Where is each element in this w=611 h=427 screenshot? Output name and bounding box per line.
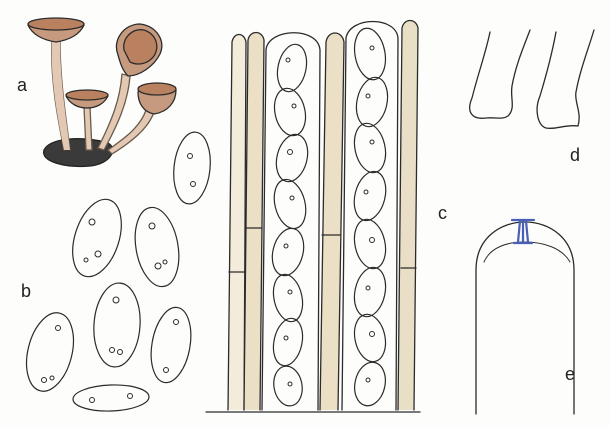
- hypha-tip-left: [470, 30, 530, 118]
- ascospores-left: [268, 42, 313, 409]
- panel-label-d: d: [570, 146, 580, 164]
- cup-small-middle-rim: [66, 90, 108, 100]
- spore-droplets: [42, 154, 196, 403]
- cup-tall-right-inner: [124, 30, 157, 64]
- paraphysis: [228, 35, 246, 411]
- spore: [64, 193, 131, 283]
- paraphysis: [244, 33, 264, 411]
- cup-large-left-rim: [28, 18, 84, 30]
- panel-label-b: b: [21, 282, 31, 300]
- spore: [146, 304, 197, 385]
- paraphysis: [320, 33, 344, 410]
- ascus-apex-inner: [484, 242, 570, 262]
- fruiting-bodies-group: [28, 18, 176, 166]
- spore: [129, 204, 184, 290]
- panel-label-c: c: [438, 204, 447, 222]
- hyphae-tips-group: [470, 30, 594, 128]
- panel-label-a: a: [17, 76, 27, 94]
- panel-label-e: e: [565, 365, 575, 383]
- ascospores-right: [349, 26, 391, 409]
- stalk-small-middle: [84, 107, 92, 150]
- hypha-tip-right: [537, 30, 594, 128]
- ascus-apex-group: [476, 220, 574, 414]
- cup-short-right-rim: [138, 83, 176, 95]
- paraphysis: [398, 21, 418, 411]
- spore: [19, 308, 81, 396]
- apical-ring: [512, 220, 534, 243]
- spore: [170, 130, 213, 205]
- spores-group: [19, 130, 214, 412]
- spore: [73, 384, 150, 413]
- asci-group: [206, 21, 420, 413]
- spore: [91, 281, 143, 368]
